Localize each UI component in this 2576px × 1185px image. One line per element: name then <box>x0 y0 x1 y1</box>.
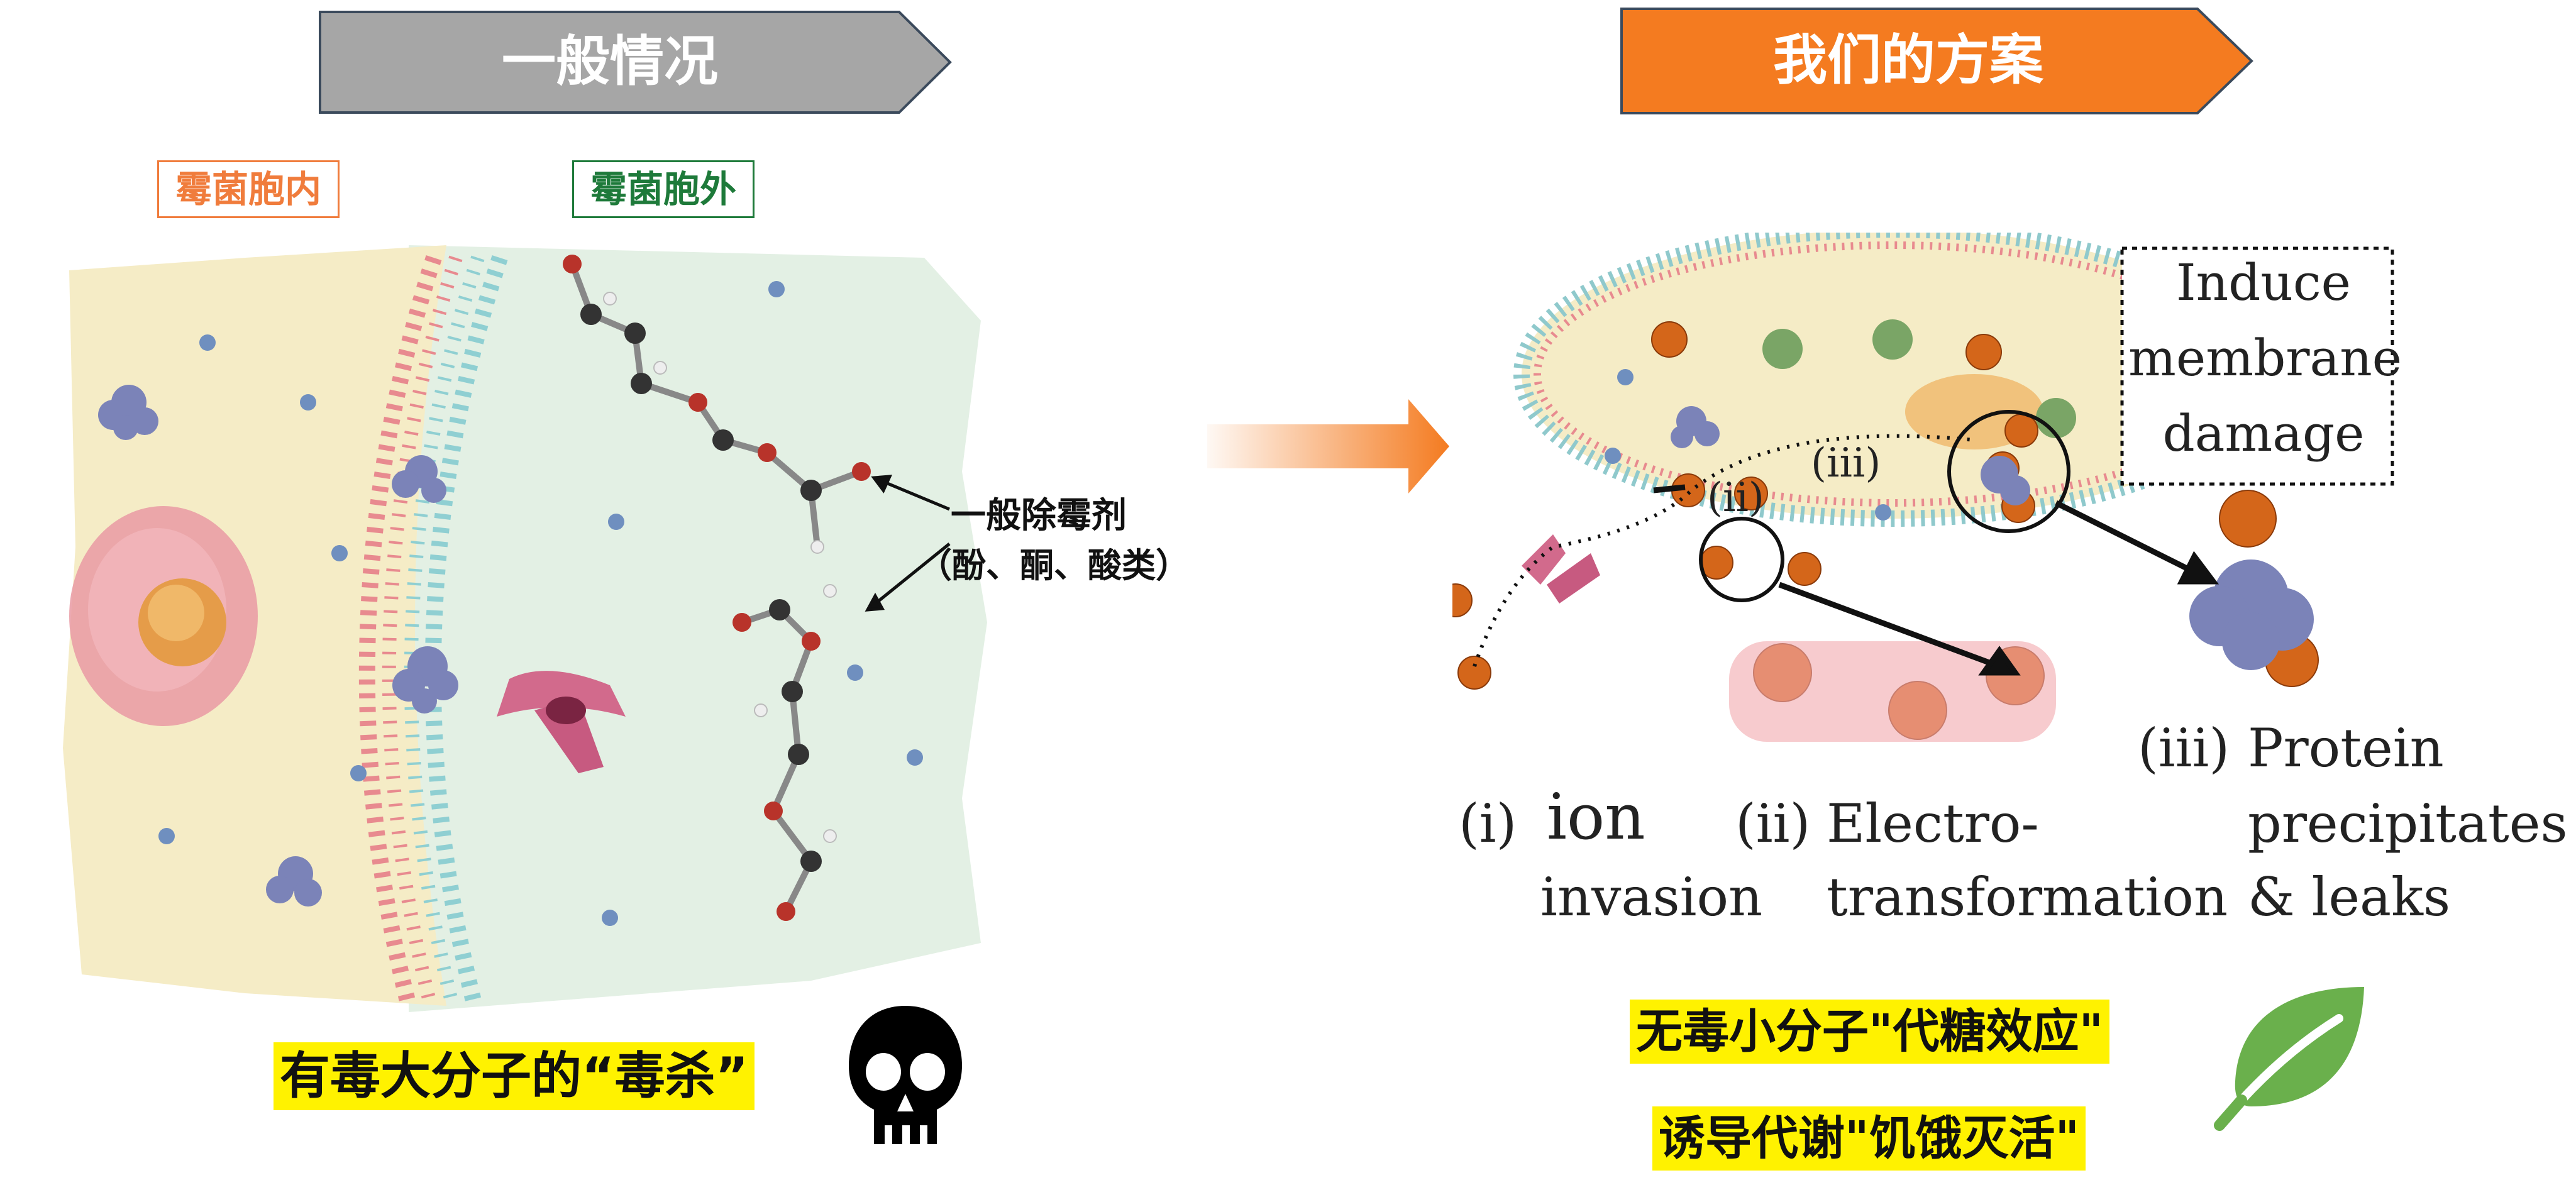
left-banner-shape <box>319 11 952 114</box>
skull-icon <box>849 1006 962 1144</box>
disinfectant-molecules <box>563 255 871 921</box>
right-banner-shape <box>1620 8 2253 114</box>
extracellular-region <box>409 245 987 1012</box>
mechanism-illustration <box>1452 233 2394 742</box>
step2-number: (ii) <box>1735 793 1811 854</box>
step3-subtitle: precipitates <box>2248 793 2568 854</box>
marker-iii: (iii) <box>1811 440 1881 487</box>
protein-clusters <box>1671 406 2314 670</box>
disinfectant-label: 一般除霉剂 <box>951 495 1127 536</box>
step3-number: (iii) <box>2138 717 2230 779</box>
marker-circle-iii <box>1947 410 2070 533</box>
marker-ii: (ii) <box>1707 475 1764 521</box>
step1-title: ion <box>1547 780 1645 854</box>
mechanism-arrows <box>1653 484 2219 676</box>
induce-text-line2: membrane <box>2128 329 2402 387</box>
step2-subtitle: transformation <box>1827 866 2228 928</box>
ion-channel <box>1522 534 1600 604</box>
transition-arrow <box>1207 399 1449 493</box>
membrane-bilayer <box>358 255 508 1008</box>
intracellular-label: 霉菌胞内 <box>157 160 340 218</box>
step1-subtitle: invasion <box>1540 866 1763 928</box>
membrane-channel <box>497 671 626 773</box>
induce-text-line3: damage <box>2162 404 2365 463</box>
right-caption-line1: 无毒小分子"代糖效应" <box>1630 1000 2110 1064</box>
induce-text-line1: Induce <box>2175 253 2351 312</box>
protein-clusters <box>98 385 458 907</box>
extracellular-label: 霉菌胞外 <box>572 160 755 218</box>
disinfectant-types: （酚、酮、酸类） <box>918 546 1190 585</box>
fungal-cell-illustration <box>63 245 987 1012</box>
membrane-fragment <box>1729 641 2056 742</box>
step1-number: (i) <box>1459 793 1517 854</box>
callout-arrows <box>865 475 951 612</box>
left-caption: 有毒大分子的“毒杀” <box>274 1042 755 1110</box>
step3-subtitle-2: & leaks <box>2248 866 2451 928</box>
right-caption-line2: 诱导代谢"饥饿灭活" <box>1652 1106 2086 1171</box>
induce-box <box>2120 246 2394 486</box>
step2-title: Electro- <box>1827 793 2039 854</box>
marker-circle-ii <box>1699 517 1784 602</box>
leaf-icon <box>2214 987 2364 1131</box>
step3-title: Protein <box>2248 717 2444 779</box>
left-banner-title: 一般情况 <box>502 30 718 93</box>
right-banner-title: 我们的方案 <box>1773 29 2043 92</box>
nutrient-particles <box>1762 319 2076 438</box>
small-molecules <box>158 281 923 926</box>
